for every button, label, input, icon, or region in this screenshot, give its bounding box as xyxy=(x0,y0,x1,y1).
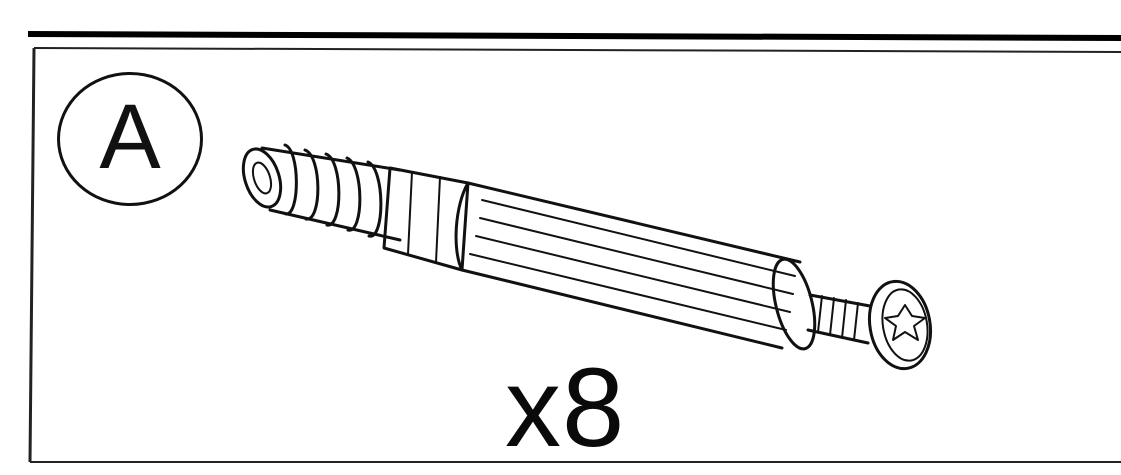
part-quantity: x8 xyxy=(505,345,626,470)
part-label: A xyxy=(99,86,161,188)
part-label-circle: A xyxy=(57,72,203,206)
